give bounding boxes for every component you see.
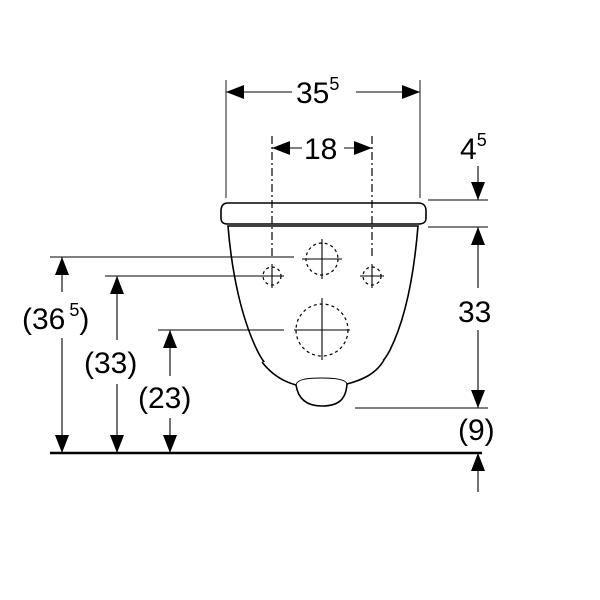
toilet-seat bbox=[220, 202, 427, 225]
fixing-spacing-value: 18 bbox=[304, 133, 337, 166]
svg-text:45: 45 bbox=[460, 130, 487, 166]
fixing-hole-right bbox=[360, 264, 384, 288]
inlet-connection bbox=[294, 298, 350, 360]
overall-width-value: 35 bbox=[296, 77, 329, 110]
dimension-overall-width: 355 bbox=[226, 74, 420, 110]
toilet-bowl bbox=[227, 225, 419, 407]
low-height-value: (23) bbox=[138, 382, 191, 415]
extension-lines bbox=[50, 80, 488, 409]
total-height-value: (36 bbox=[22, 303, 65, 336]
outlet-height-value: (9) bbox=[458, 414, 495, 447]
mid-height-value: (33) bbox=[84, 347, 137, 380]
dimension-low-height: (23) bbox=[138, 330, 191, 453]
dimension-fixing-height: 33 bbox=[458, 227, 491, 408]
dimension-mid-height: (33) bbox=[84, 276, 137, 453]
seat-offset-sup: 5 bbox=[477, 130, 487, 150]
dimension-outlet-height: (9) bbox=[458, 414, 495, 492]
dimension-fixing-spacing: 18 bbox=[272, 133, 372, 166]
total-height-sup: 5 bbox=[69, 300, 79, 320]
total-height-close: ) bbox=[79, 303, 89, 336]
overall-width-sup: 5 bbox=[329, 74, 339, 94]
fixing-hole-left bbox=[260, 264, 284, 288]
seat-offset-value: 4 bbox=[460, 133, 477, 166]
fixing-height-value: 33 bbox=[458, 296, 491, 329]
svg-text:355: 355 bbox=[296, 74, 339, 110]
svg-text:(365): (365) bbox=[22, 300, 89, 336]
dimension-seat-offset: 45 bbox=[460, 130, 487, 200]
fixing-hole-upper bbox=[302, 239, 342, 279]
